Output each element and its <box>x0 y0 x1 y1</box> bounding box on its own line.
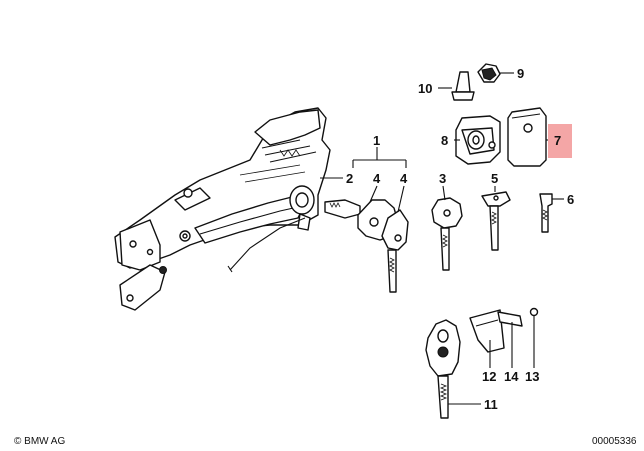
copyright-text: © BMW AG <box>14 436 65 447</box>
leader-lines <box>320 72 564 405</box>
callout-7[interactable]: 7 <box>554 133 561 148</box>
callout-12[interactable]: 12 <box>482 369 496 384</box>
callout-14[interactable]: 14 <box>504 369 519 384</box>
key-part-11[interactable] <box>425 319 461 419</box>
highlight-box-part-7 <box>548 124 572 158</box>
pin-part-10[interactable] <box>451 71 475 101</box>
key-set-with-lock-barrel[interactable] <box>324 199 409 293</box>
cover-part-7[interactable] <box>507 107 547 167</box>
plate-part-14[interactable] <box>497 311 523 327</box>
callout-2[interactable]: 2 <box>346 171 353 186</box>
key-part-5[interactable] <box>481 191 511 251</box>
callout-4-left[interactable]: 4 <box>373 171 381 186</box>
callout-6[interactable]: 6 <box>567 192 574 207</box>
callout-1[interactable]: 1 <box>373 133 380 148</box>
callout-4-right[interactable]: 4 <box>400 171 408 186</box>
key-part-6[interactable] <box>539 193 553 233</box>
callout-8[interactable]: 8 <box>441 133 448 148</box>
callout-3[interactable]: 3 <box>439 171 446 186</box>
callout-9[interactable]: 9 <box>517 66 524 81</box>
callout-11[interactable]: 11 <box>484 397 498 412</box>
bushing-part-9[interactable] <box>477 63 501 83</box>
door-handle-assembly[interactable] <box>114 107 331 311</box>
callout-5[interactable]: 5 <box>491 171 498 186</box>
diagram-number: 00005336 <box>592 436 637 447</box>
lock-housing-part-8[interactable] <box>455 115 501 165</box>
callout-10[interactable]: 10 <box>418 81 432 96</box>
clip-part-12[interactable] <box>469 309 505 353</box>
screw-part-13[interactable] <box>529 307 539 361</box>
key-part-3[interactable] <box>431 197 463 271</box>
callout-13[interactable]: 13 <box>525 369 539 384</box>
